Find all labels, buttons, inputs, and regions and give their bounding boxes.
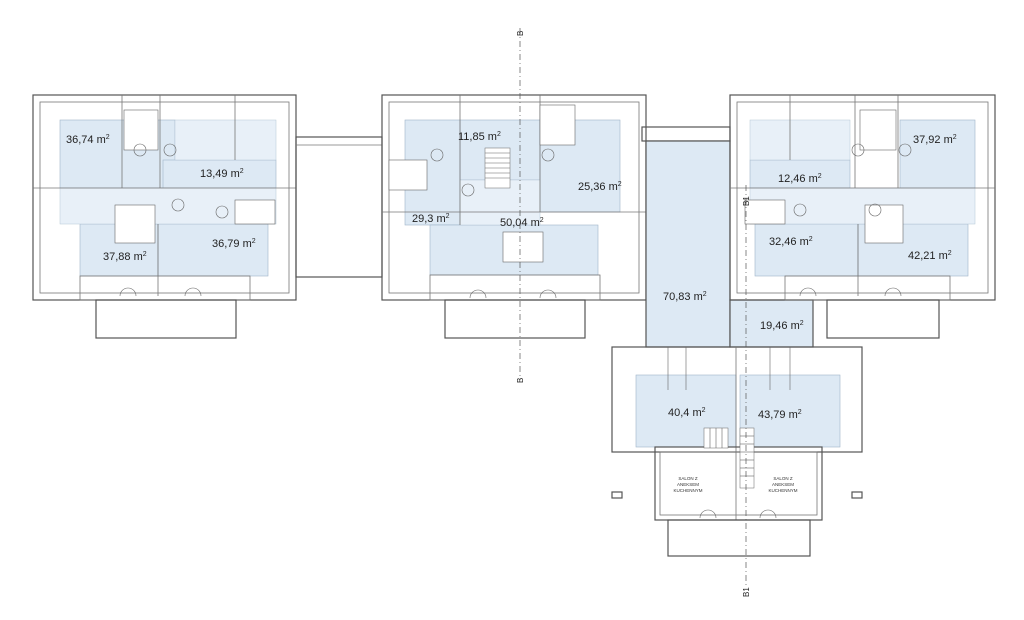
axis-label-b-bottom: B: [516, 378, 525, 383]
right-mid-room: [749, 159, 851, 189]
room-name-right: SALON Z ANEKSEM KUCHENNYM: [768, 476, 797, 493]
center-stair: [484, 147, 511, 189]
svg-text:SALON Z: SALON Z: [773, 476, 793, 481]
corridor: [645, 140, 814, 348]
area-label: 36,79 m2: [212, 238, 256, 250]
area-label: 37,92 m2: [913, 134, 957, 146]
svg-text:SALON Z: SALON Z: [678, 476, 698, 481]
area-label: 70,83 m2: [663, 291, 707, 303]
svg-text:ANEKSEM: ANEKSEM: [677, 482, 699, 487]
left-upper-right-room: [174, 119, 277, 161]
svg-text:KUCHENNYM: KUCHENNYM: [673, 488, 702, 493]
area-label: 19,46 m2: [760, 320, 804, 332]
left-wing: [32, 94, 297, 339]
area-label: 13,49 m2: [200, 168, 244, 180]
bottom-stair: [703, 427, 755, 489]
svg-text:ANEKSEM: ANEKSEM: [772, 482, 794, 487]
axis-label-b1-bottom: B1: [742, 587, 751, 597]
area-labels: 36,74 m2 13,49 m2 37,88 m2 36,79 m2 11,8…: [66, 131, 957, 421]
left-bottom-right-room: [157, 223, 269, 277]
right-bottom-left-room: [754, 223, 859, 277]
right-top-room: [899, 119, 976, 189]
area-label: 43,79 m2: [758, 409, 802, 421]
center-wing: [381, 94, 647, 339]
corridor-room: [645, 140, 731, 348]
area-label: 50,04 m2: [500, 217, 544, 229]
room-name-left: SALON Z ANEKSEM KUCHENNYM: [673, 476, 702, 493]
right-wing: [729, 94, 996, 339]
area-label: 29,3 m2: [412, 213, 450, 225]
area-label: 40,4 m2: [668, 407, 706, 419]
svg-text:KUCHENNYM: KUCHENNYM: [768, 488, 797, 493]
axis-label-b-top: B: [516, 31, 525, 36]
area-label: 25,36 m2: [578, 181, 622, 193]
area-label: 36,74 m2: [66, 134, 110, 146]
area-label: 42,21 m2: [908, 250, 952, 262]
area-label: 12,46 m2: [778, 173, 822, 185]
area-label: 32,46 m2: [769, 236, 813, 248]
area-label: 37,88 m2: [103, 251, 147, 263]
axis-label-b1-mid: B1: [742, 196, 751, 206]
area-label: 11,85 m2: [458, 131, 501, 143]
bottom-wing: [611, 346, 863, 557]
